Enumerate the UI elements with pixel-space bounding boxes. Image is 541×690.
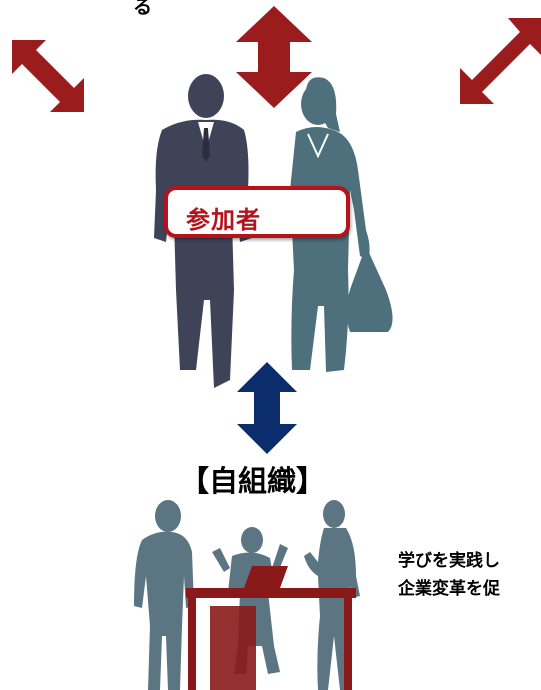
organization-label: 【自組織】 <box>180 464 326 498</box>
office-meeting-silhouette <box>134 500 360 690</box>
side-text-line-1: 学びを実践し <box>398 551 500 571</box>
side-text-line-2: 企業変革を促 <box>398 579 500 599</box>
diagonal-double-arrow-icon <box>460 18 541 104</box>
participant-label-box: 参加者 <box>164 186 350 238</box>
navy-vertical-double-arrow-icon <box>237 362 297 454</box>
diagonal-double-arrow-icon <box>12 40 84 112</box>
top-fragment-text: る <box>133 0 153 18</box>
vertical-double-arrow-icon <box>236 6 312 108</box>
participant-label: 参加者 <box>186 206 261 234</box>
